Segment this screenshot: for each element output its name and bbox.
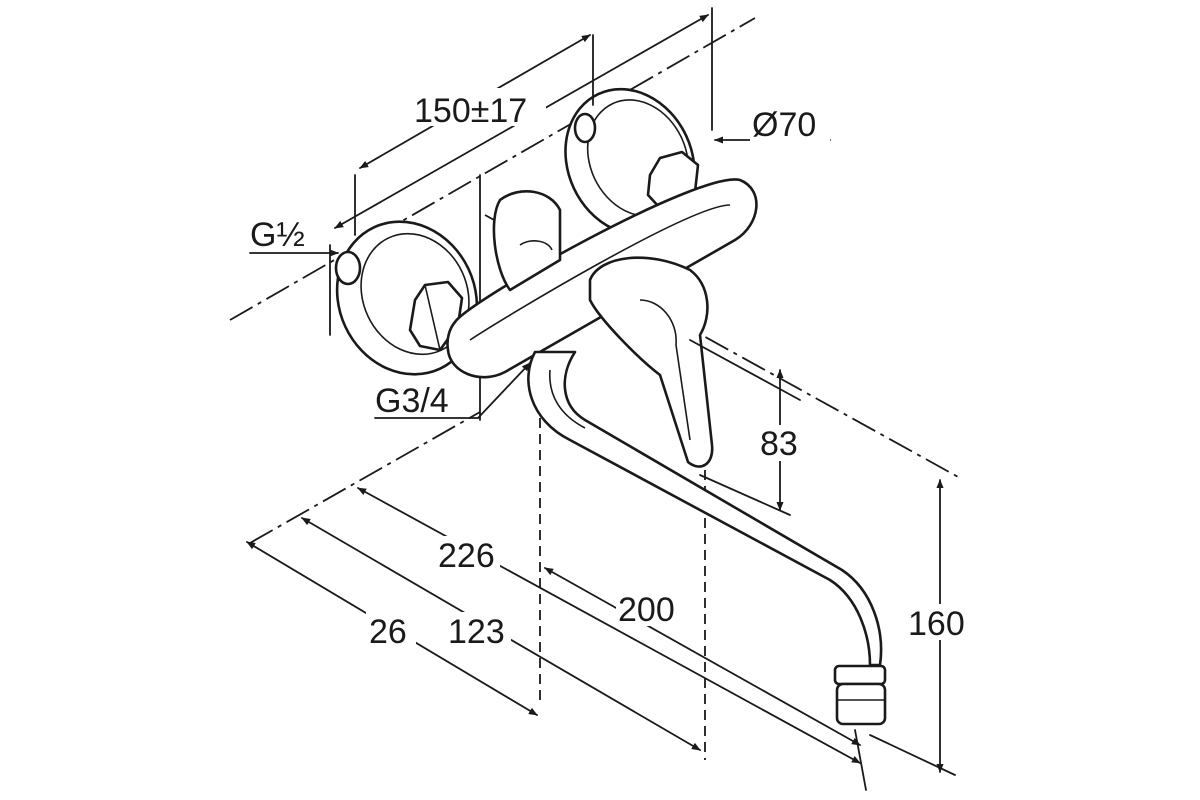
lever-handle — [588, 256, 714, 468]
dim-outlet-thread-label: G3/4 — [375, 382, 449, 420]
dim-spout-length-label: 226 — [438, 537, 495, 575]
dim-inlet-thread-label: G½ — [250, 216, 305, 254]
dim-diameter-label: Ø70 — [752, 106, 816, 144]
dim-spacing-label: 150±17 — [414, 92, 527, 130]
dim-body-depth-label: 123 — [448, 613, 505, 651]
dim-lever-height-label: 83 — [760, 425, 798, 463]
dim-spout-offset-label: 200 — [618, 591, 675, 629]
dim-spout-height-label: 160 — [908, 605, 965, 643]
dimension-labels: 150±17 Ø70 G½ G3/4 83 226 200 123 26 160 — [250, 88, 974, 651]
dim-wall-gap-label: 26 — [369, 613, 407, 651]
